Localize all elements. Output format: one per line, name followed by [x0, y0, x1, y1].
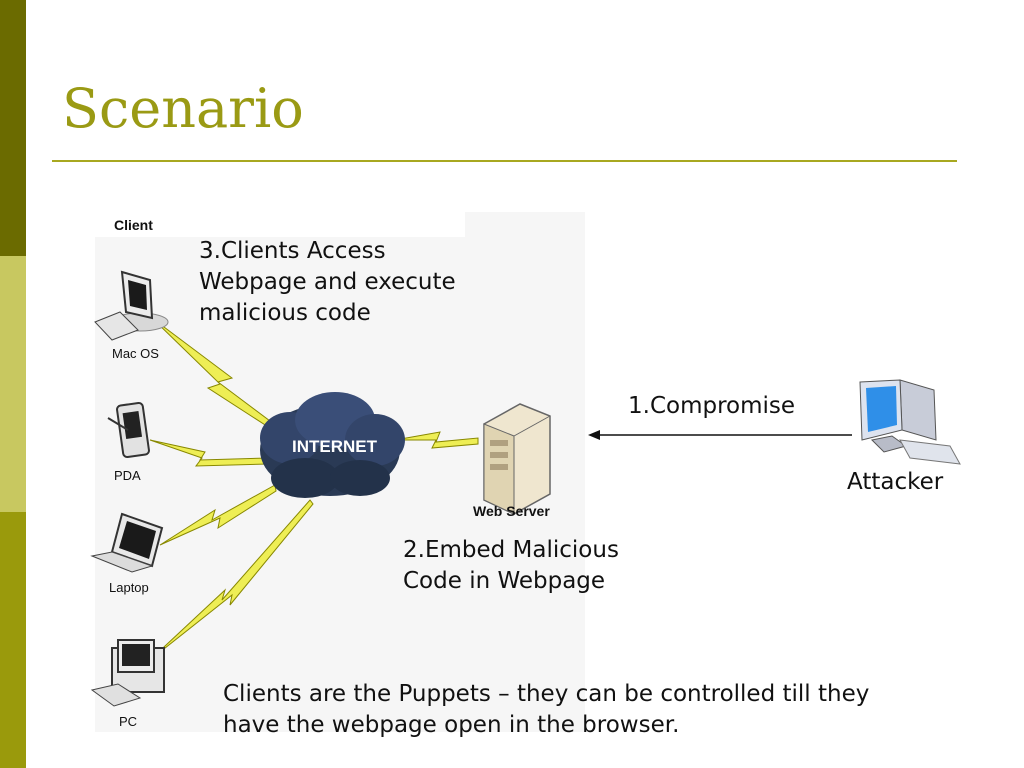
- client-label-pc: PC: [119, 714, 137, 729]
- diagram-header-strip: [95, 212, 465, 237]
- title-divider: [52, 160, 957, 162]
- step-3-label: 3.Clients Access Webpage and execute mal…: [199, 238, 456, 326]
- lightning-links: [149, 317, 479, 661]
- client-heading: Client: [114, 217, 153, 233]
- client-label-mac: Mac OS: [112, 346, 159, 361]
- laptop-icon: [90, 512, 164, 573]
- compromise-arrowhead-icon: [588, 430, 600, 440]
- left-accent-bar-dark: [0, 0, 26, 256]
- attacker-computer-icon: [859, 379, 961, 465]
- lightning-pda-icon: [149, 439, 269, 467]
- lightning-mac-icon: [151, 317, 284, 433]
- step-2-label: 2.Embed Malicious Code in Webpage: [403, 537, 619, 594]
- mac-monitor-icon: [94, 270, 169, 341]
- pc-icon: [90, 639, 165, 707]
- left-accent-bar-light: [0, 256, 26, 512]
- client-label-laptop: Laptop: [109, 580, 149, 595]
- cloud-label: INTERNET: [292, 437, 378, 456]
- lightning-server-icon: [394, 431, 479, 449]
- web-server-icon: [483, 403, 551, 515]
- lightning-pc-icon: [149, 499, 314, 661]
- slide-footer-note: Clients are the Puppets – they can be co…: [223, 681, 870, 738]
- internet-cloud-icon: INTERNET: [260, 392, 405, 498]
- step-1-label: 1.Compromise: [628, 393, 796, 419]
- attacker-label: Attacker: [847, 469, 944, 495]
- left-accent-bar-olive: [0, 512, 26, 768]
- server-label: Web Server: [473, 503, 550, 519]
- lightning-laptop-icon: [159, 484, 277, 546]
- slide-title: Scenario: [62, 77, 304, 140]
- pda-icon: [107, 401, 150, 459]
- client-label-pda: PDA: [114, 468, 141, 483]
